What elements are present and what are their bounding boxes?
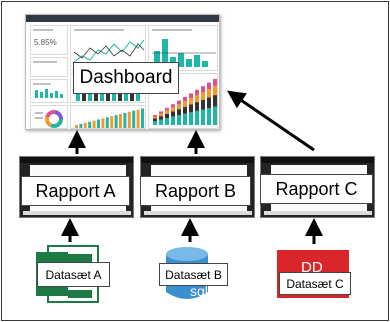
dashboard-thumbnail: 5.85% — [25, 14, 220, 130]
dataset-b-label: Datasæt B — [159, 263, 228, 286]
sql-icon-text: sql — [190, 283, 208, 299]
column-chart-tile — [148, 25, 218, 71]
dashboard-titlebar — [26, 15, 219, 22]
red-icon-text: DD — [301, 259, 323, 276]
report-b-label: Rapport B — [140, 176, 251, 206]
arrow-report-c-to-dashboard — [227, 90, 315, 152]
kpi-tile-2 — [30, 57, 68, 77]
kpi-tile-1: 5.85% — [30, 25, 68, 55]
wide-column-tile — [70, 105, 146, 129]
kpi-tile-3 — [30, 79, 68, 103]
dashboard-label: Dashboard — [73, 62, 179, 94]
kpi-value-1: 5.85% — [34, 38, 57, 47]
donut-tile — [30, 105, 68, 129]
report-a-label: Rapport A — [21, 176, 130, 206]
dataset-a-label: Datasæt A — [37, 262, 110, 287]
dataset-c-label: Datasæt C — [279, 272, 351, 295]
report-c-label: Rapport C — [260, 174, 373, 204]
